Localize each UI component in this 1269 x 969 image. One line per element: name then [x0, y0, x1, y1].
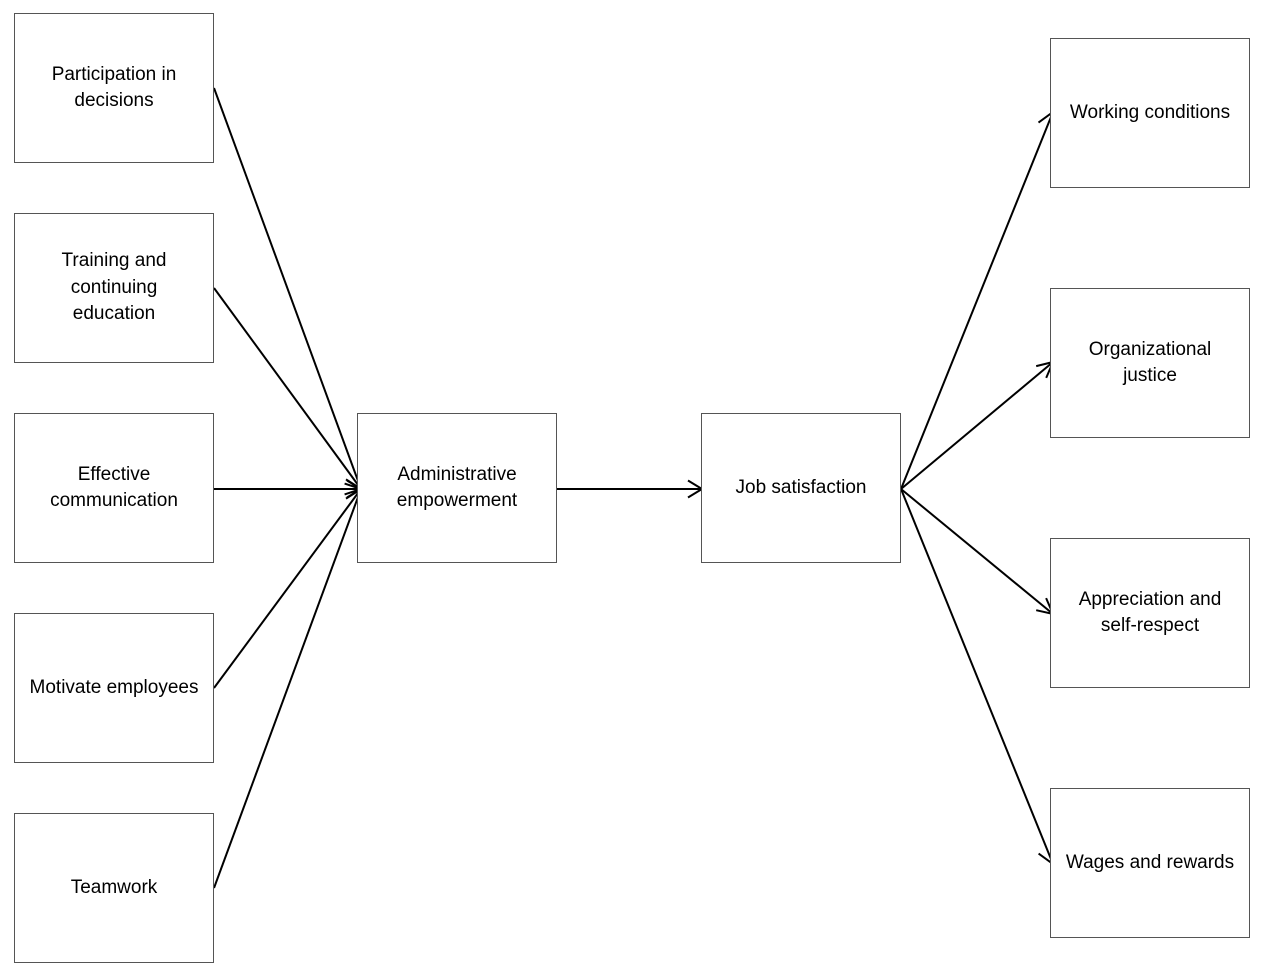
node-organizational-justice: Organizational justice	[1050, 288, 1250, 438]
edge-training-to-empowerment	[213, 287, 363, 491]
node-wages-and-rewards: Wages and rewards	[1050, 788, 1250, 938]
node-label: Job satisfaction	[735, 476, 867, 498]
node-label: Administrative empowerment	[396, 463, 518, 512]
node-administrative-empowerment: Administrative empowerment	[357, 413, 557, 563]
edge-empowerment-to-satisfaction	[557, 479, 704, 499]
node-participation-in-decisions: Participation in decisions	[14, 13, 214, 163]
node-training-and-continuing-education: Training and continuing education	[14, 213, 214, 363]
node-job-satisfaction: Job satisfaction	[701, 413, 901, 563]
edge-satisfaction-to-appreciation	[900, 488, 1055, 616]
node-appreciation-and-self-respect: Appreciation and self-respect	[1050, 538, 1250, 688]
node-label: Appreciation and self-respect	[1078, 588, 1222, 637]
node-working-conditions: Working conditions	[1050, 38, 1250, 188]
node-label: Motivate employees	[29, 676, 199, 698]
edge-communication-to-empowerment	[214, 479, 363, 499]
node-label: Participation in decisions	[51, 63, 177, 112]
node-label: Wages and rewards	[1065, 851, 1235, 873]
edge-satisfaction-to-wages	[900, 488, 1054, 866]
edge-motivate-to-empowerment	[213, 487, 363, 689]
node-label: Working conditions	[1069, 101, 1231, 123]
node-effective-communication: Effective communication	[14, 413, 214, 563]
edge-satisfaction-to-working	[900, 110, 1054, 490]
edge-satisfaction-to-justice	[900, 360, 1055, 490]
edge-participation-to-empowerment	[213, 87, 363, 491]
edge-teamwork-to-empowerment	[213, 487, 363, 889]
node-label: Training and continuing education	[61, 250, 167, 325]
node-label: Teamwork	[70, 876, 158, 898]
node-motivate-employees: Motivate employees	[14, 613, 214, 763]
node-teamwork: Teamwork	[14, 813, 214, 963]
node-label: Organizational justice	[1088, 338, 1212, 387]
node-label: Effective communication	[50, 463, 178, 512]
